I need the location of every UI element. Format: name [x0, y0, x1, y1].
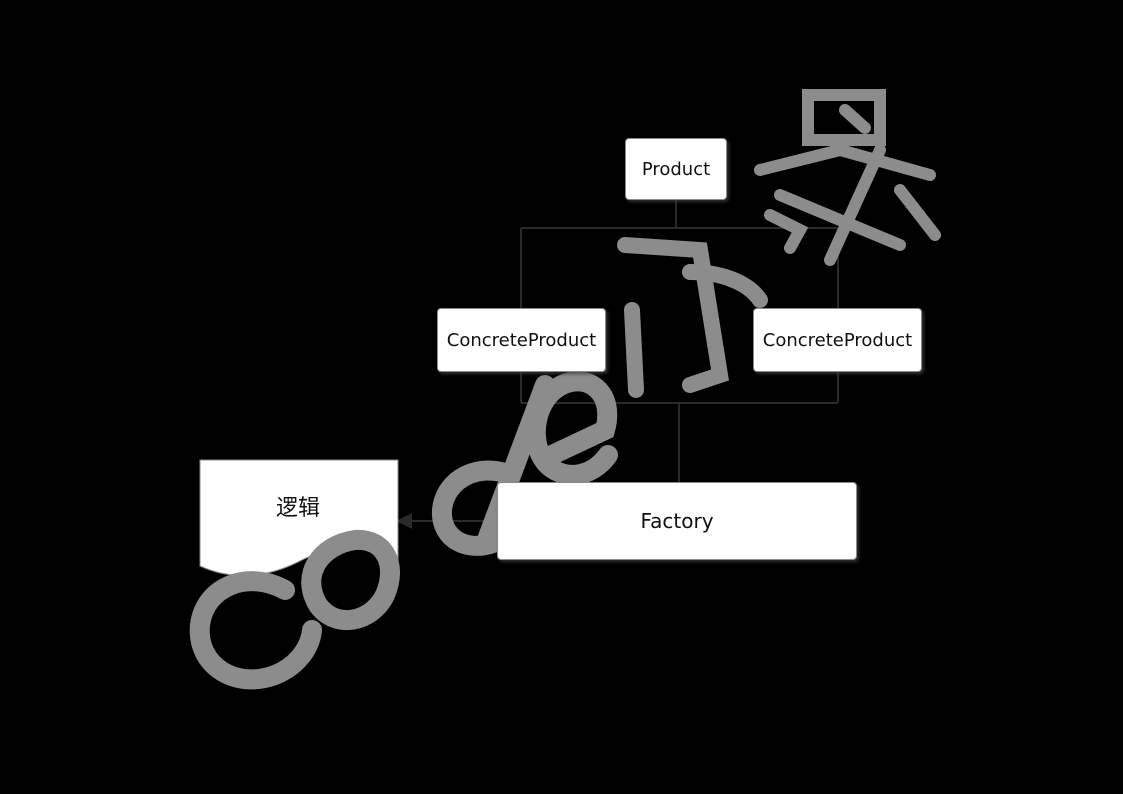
watermark-stamp-stroke-5	[764, 209, 809, 254]
product-node: Product	[625, 138, 727, 200]
creation-connectors	[520, 372, 839, 482]
watermark-stamp-stroke-6	[894, 184, 941, 241]
watermark-stamp-glyph	[754, 89, 941, 266]
watermark-letter-e	[525, 371, 618, 485]
watermark-stamp-stroke-7	[839, 104, 871, 134]
watermark-stamp-stroke-2	[754, 143, 936, 181]
watermark-slash-2	[617, 237, 729, 393]
watermark-stamp-stroke-1	[802, 89, 886, 146]
concrete-product-node-left: ConcreteProduct	[437, 308, 606, 372]
concrete-product-node-right: ConcreteProduct	[753, 308, 922, 372]
watermark-slash-3	[682, 264, 768, 308]
factory-node: Factory	[497, 482, 857, 560]
watermark-letter-d-bowl	[432, 460, 520, 556]
watermark-stamp-stroke-3	[774, 189, 906, 251]
watermark-slash-strokes	[617, 237, 768, 398]
watermark-letter-c	[189, 571, 322, 690]
watermark-letter-o	[301, 529, 400, 631]
watermark-code-text	[189, 371, 618, 690]
logic-document-label: 逻辑	[275, 496, 320, 521]
watermark-slash-1	[624, 302, 644, 398]
watermark-stamp-stroke-4	[824, 144, 886, 266]
